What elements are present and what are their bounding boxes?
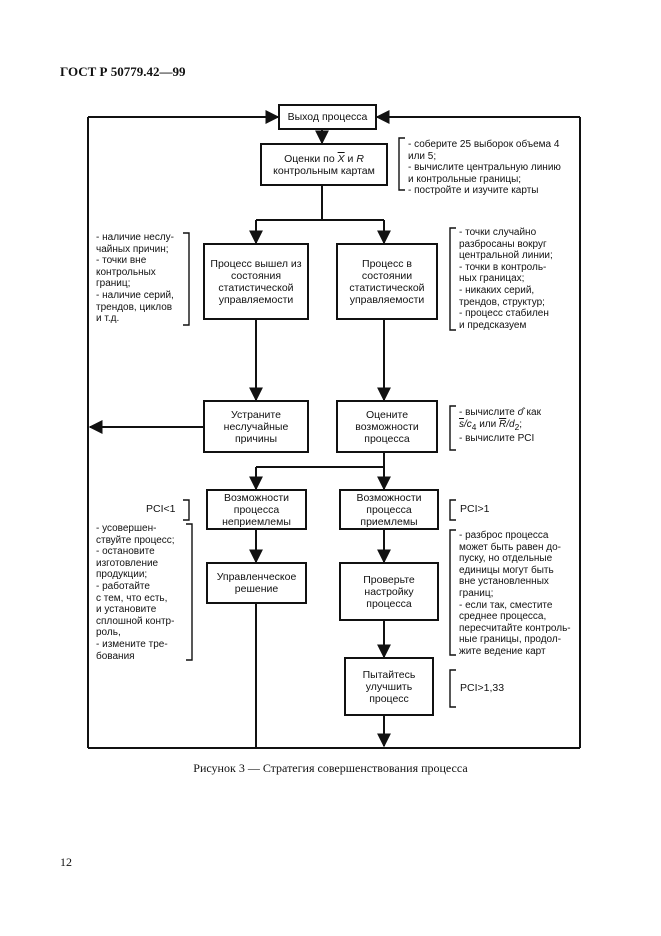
box-check-setup: Проверьте настройку процесса	[339, 562, 439, 621]
bracket-out-causes	[183, 232, 190, 326]
box-unacceptable: Возможности процесса неприемлемы	[206, 489, 307, 530]
bracket-spread	[449, 529, 456, 656]
note-collect: - соберите 25 выборок объема 4 или 5; - …	[408, 139, 561, 197]
document-id: ГОСТ Р 50779.42—99	[60, 64, 186, 79]
bracket-in-signs	[449, 227, 456, 331]
estimates-line2: контрольным картам	[273, 164, 375, 177]
label-pci-lt-1: PCI<1	[146, 503, 176, 515]
box-out-of-control: Процесс вышел из состояния статистическо…	[203, 243, 309, 320]
sigma-hat-symbol: σ̂	[517, 407, 524, 418]
box-in-control: Процесс в состоянии статистической управ…	[336, 243, 438, 320]
page-number: 12	[60, 855, 72, 869]
bracket-collect	[398, 137, 405, 191]
label-pci-gt-1: PCI>1	[460, 503, 490, 515]
bracket-pci-lt-1	[183, 499, 190, 521]
box-process-output: Выход процесса	[278, 104, 377, 130]
bracket-calc	[449, 405, 456, 451]
bracket-pci-gt-133	[449, 669, 456, 708]
note-spread: - разброс процесса может быть равен до- …	[459, 530, 571, 657]
r-symbol: R	[356, 152, 364, 165]
box-acceptable: Возможности процесса приемлемы	[339, 489, 439, 530]
box-eliminate: Устраните неслучайные причины	[203, 400, 309, 453]
box-improve: Пытайтесь улучшить процесс	[344, 657, 434, 716]
box-estimates: Оценки по X и R контрольным картам	[260, 143, 388, 186]
note-improve-actions: - усовершен- ствуйте процесс; - останови…	[96, 523, 175, 662]
note-in-signs: - точки случайно разбросаны вокруг центр…	[459, 227, 553, 331]
x-bar-symbol: X	[337, 152, 345, 165]
note-calc: - вычислите σ̂ как s/c4 или R/d2; - вычи…	[459, 407, 541, 445]
figure-caption: Рисунок 3 — Стратегия совершенствования …	[193, 761, 468, 775]
box-management: Управленческое решение	[206, 562, 307, 604]
bracket-improve-actions	[186, 523, 193, 661]
estimates-text: Оценки по	[284, 152, 338, 165]
note-out-causes: - наличие неслу- чайных причин; - точки …	[96, 232, 174, 325]
box-evaluate: Оцените возможности процесса	[336, 400, 438, 453]
label-pci-gt-133: PCI>1,33	[460, 682, 505, 694]
bracket-pci-gt-1	[449, 499, 456, 521]
